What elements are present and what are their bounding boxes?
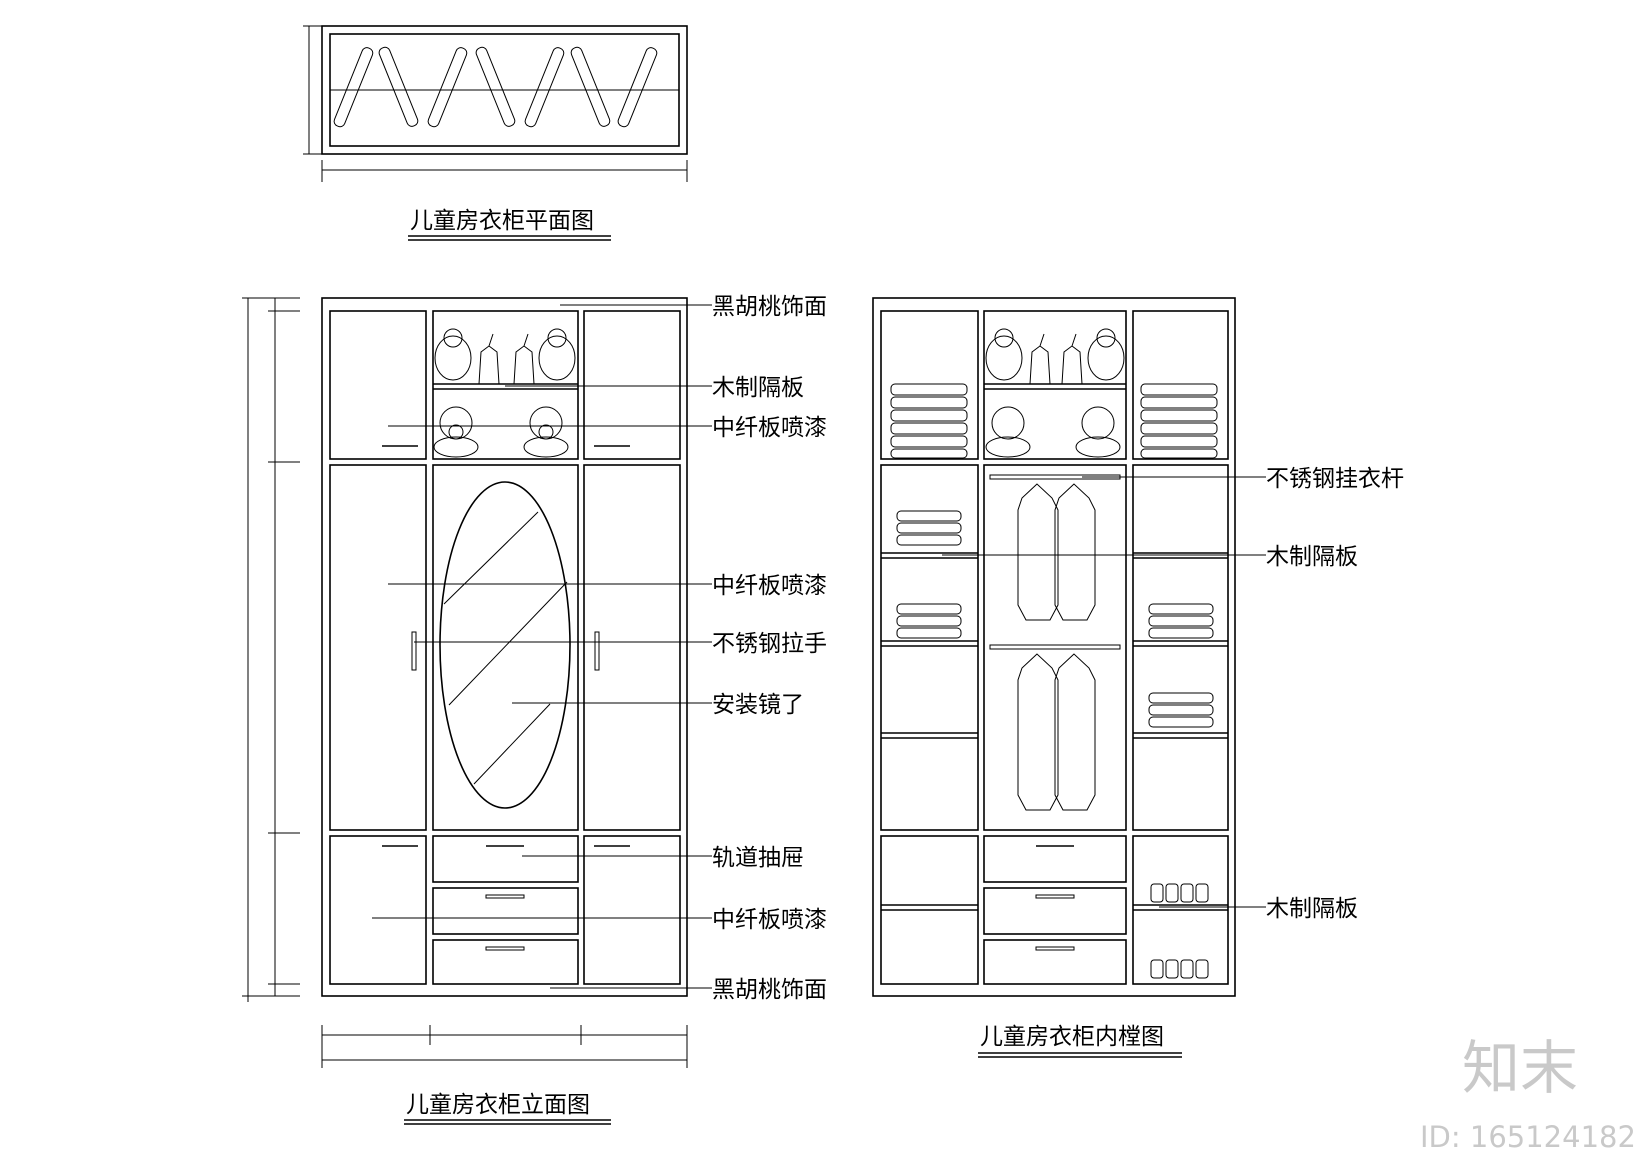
label-mdf-paint-2: 中纤板喷漆 (712, 573, 827, 599)
shoes (1150, 883, 1209, 979)
mirror (439, 481, 571, 809)
watermark: 知末 ID: 165124182 (1420, 1034, 1636, 1154)
hanging-coats (1017, 483, 1096, 811)
label-wood-shelf: 木制隔板 (712, 375, 804, 401)
interior-shelves (881, 552, 1228, 739)
label-steel-rod: 不锈钢挂衣杆 (1266, 466, 1404, 492)
interior-view: 不锈钢挂衣杆 木制隔板 木制隔板 儿童房衣柜内樘图 (872, 297, 1404, 1058)
plan-view: 儿童房衣柜平面图 (303, 25, 688, 241)
folded-clothes-top (890, 383, 1218, 459)
label-mdf-paint-3: 中纤板喷漆 (712, 907, 827, 933)
watermark-logo: 知末 (1462, 1034, 1578, 1102)
interior-title: 儿童房衣柜内樘图 (980, 1024, 1164, 1050)
plan-hangers (333, 46, 658, 128)
interior-callouts: 不锈钢挂衣杆 木制隔板 木制隔板 (1266, 466, 1404, 922)
plan-title: 儿童房衣柜平面图 (410, 208, 594, 234)
elevation-callouts: 黑胡桃饰面 木制隔板 中纤板喷漆 中纤板喷漆 不锈钢拉手 安装镜了 轨道抽屉 中… (712, 294, 827, 1003)
label-wood-shelf-interior-1: 木制隔板 (1266, 544, 1358, 570)
label-wood-shelf-interior-2: 木制隔板 (1266, 896, 1358, 922)
watermark-id: ID: 165124182 (1420, 1120, 1636, 1154)
label-walnut-bottom: 黑胡桃饰面 (712, 977, 827, 1003)
label-mirror: 安装镜了 (712, 692, 804, 718)
interior-leaders (942, 476, 1266, 908)
label-rail-drawer: 轨道抽屉 (712, 845, 804, 871)
folded-clothes-middle (896, 510, 1214, 728)
elevation-title: 儿童房衣柜立面图 (406, 1092, 590, 1118)
label-steel-handle: 不锈钢拉手 (712, 631, 827, 657)
toy-figures-interior (985, 328, 1125, 458)
label-walnut-top: 黑胡桃饰面 (712, 294, 827, 320)
elevation-leaders (372, 304, 712, 989)
toy-figures (433, 328, 576, 458)
label-mdf-paint-1: 中纤板喷漆 (712, 415, 827, 441)
door-handles (411, 631, 600, 671)
elevation-view: 黑胡桃饰面 木制隔板 中纤板喷漆 中纤板喷漆 不锈钢拉手 安装镜了 轨道抽屉 中… (242, 294, 827, 1125)
